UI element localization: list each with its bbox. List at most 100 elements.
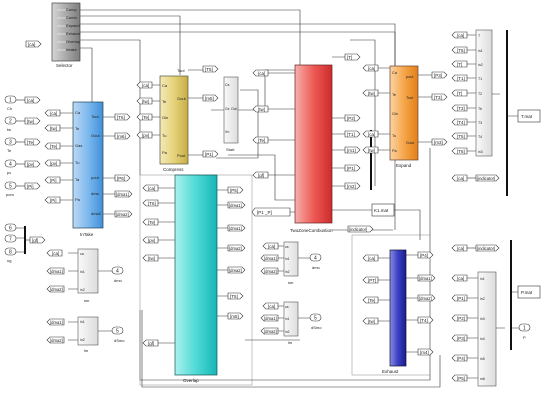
svg-text:[ca]: [ca] xyxy=(368,132,375,137)
svg-text:[dma2]: [dma2] xyxy=(264,329,277,334)
svg-text:[m5]: [m5] xyxy=(230,314,239,319)
intake-in-2: Gas xyxy=(75,143,82,148)
expand-block[interactable]: Ca Te Gin Tu Pa pout Tout Gout Expand xyxy=(389,65,419,168)
svg-text:[P1]: [P1] xyxy=(347,166,355,171)
svg-text:[tw]: [tw] xyxy=(368,319,375,324)
svg-text:Te: Te xyxy=(162,99,167,104)
svg-text:lm: lm xyxy=(288,340,293,345)
inport-5-num: 5 xyxy=(9,184,12,190)
intake-out-0: Tout xyxy=(91,114,99,119)
intake-goto-tags: [T6] [m6] [P6] [dma1] [dma2] xyxy=(114,113,133,218)
tmat-label: T.mat xyxy=(521,114,533,119)
svg-text:[P1]: [P1] xyxy=(205,152,213,157)
svg-text:[dma2]: [dma2] xyxy=(116,212,129,217)
inport-5[interactable]: 5 pom xyxy=(4,181,17,197)
svg-text:Gout: Gout xyxy=(177,96,187,101)
k1mat-label: K1.mat xyxy=(374,208,389,213)
svg-text:[ca]: [ca] xyxy=(268,244,275,249)
exhaust-goto-tags: [P4] [dma1] [dma2] [T4] [m4] xyxy=(417,251,436,356)
inport-group: 1 Ch 2 tw 3 Te 4 pv 5 pom 6 7 xyxy=(4,95,17,263)
outport-p-label: P xyxy=(523,335,526,340)
inport-2[interactable]: 2 tw xyxy=(4,116,17,132)
goto-ca-top[interactable]: [ca] xyxy=(25,40,42,48)
svg-text:Tb: Tb xyxy=(478,107,482,111)
inport-3[interactable]: 3 Te xyxy=(4,137,17,153)
svg-text:[dma2]: [dma2] xyxy=(229,246,242,251)
selector-port-3: Exhaust xyxy=(66,31,81,36)
tmat-block[interactable]: T.mat xyxy=(517,109,541,123)
svg-text:dmo: dmo xyxy=(312,265,321,270)
svg-text:[T5]: [T5] xyxy=(205,67,213,72)
start-label: Start xyxy=(226,147,235,152)
svg-text:[tw]: [tw] xyxy=(142,99,149,104)
mux-pressure[interactable]: in1 in2 in3 in4 in5 m6 xyxy=(477,271,497,387)
svg-text:[tw]: [tw] xyxy=(27,119,34,124)
intake-block[interactable]: Ca Te Gas Tu Ta Pa Tout Gout pout dma dm… xyxy=(72,101,104,237)
expand-from-tags: [ca] [tw] [ca] [tw] xyxy=(362,64,379,154)
inport-4[interactable]: 4 pv xyxy=(4,159,17,175)
svg-text:[T6]: [T6] xyxy=(457,149,465,154)
inport-7[interactable]: 7 xyxy=(4,234,17,243)
compress-block[interactable]: Ca Te Gin Tu Pa Tout Gout Pout Compress xyxy=(159,68,189,172)
combustion-label: TwoZoneCombustion xyxy=(290,228,333,233)
pmat-block[interactable]: P.mat xyxy=(517,285,541,299)
outport-p[interactable]: 1 P xyxy=(518,323,531,340)
inport-2-label: tw xyxy=(7,127,11,132)
svg-text:[dma1]: [dma1] xyxy=(264,256,277,261)
svg-text:m6: m6 xyxy=(480,377,485,381)
svg-text:Tout: Tout xyxy=(406,96,414,100)
svg-text:[indicator]: [indicator] xyxy=(349,227,367,232)
inport-6[interactable]: 6 xyxy=(4,223,17,232)
outport-dsmo-mid[interactable]: 5 dSmo xyxy=(309,313,322,330)
svg-text:[P3]: [P3] xyxy=(457,336,465,341)
outport-dmo-mid[interactable]: 4 dmo xyxy=(309,253,322,270)
start-block[interactable]: Ca Gz Xn Out Start xyxy=(223,76,239,152)
from-ca-right-2: [ca] xyxy=(451,244,468,252)
svg-text:[dma2]: [dma2] xyxy=(50,338,63,343)
overlap-block[interactable]: Overlap xyxy=(174,174,218,383)
inport-6-num: 6 xyxy=(9,226,12,232)
svg-text:[T]: [T] xyxy=(457,62,462,67)
inport-1-num: 1 xyxy=(9,98,12,104)
svg-text:[gf]: [gf] xyxy=(258,173,264,178)
selector-label: Selector xyxy=(56,63,73,68)
svg-text:[PT]: [PT] xyxy=(368,278,376,283)
k1mat-block[interactable]: K1.mat xyxy=(371,203,395,217)
pmat-label: P.mat xyxy=(521,290,533,295)
inport-8[interactable]: 8 ug xyxy=(4,247,17,263)
outport-dsmo[interactable]: 5 dSmo xyxy=(111,326,125,343)
selector-block[interactable]: Comp Comb Expand Exhaust Overlap Intake … xyxy=(51,2,81,68)
svg-text:[T4]: [T4] xyxy=(457,120,465,125)
svg-text:[m5]: [m5] xyxy=(205,96,214,101)
svg-text:Gout: Gout xyxy=(406,141,415,145)
svg-text:[P1]: [P1] xyxy=(457,296,465,301)
compress-from-tags: [ca] [tw] [Te] [pv] xyxy=(136,81,153,139)
svg-text:[dma1]: [dma1] xyxy=(50,320,63,325)
inport-1[interactable]: 1 Ch xyxy=(4,95,17,111)
svg-text:[ca]: [ca] xyxy=(142,83,149,88)
svg-text:Tu: Tu xyxy=(162,133,167,138)
svg-text:ca: ca xyxy=(285,305,289,309)
mux-temperature[interactable]: T in1 in2 T1 T2 Tb T3 T4 in3 xyxy=(475,29,493,157)
svg-text:[m4]: [m4] xyxy=(420,350,429,355)
combustion-block[interactable]: TwoZoneCombustion xyxy=(290,64,333,233)
svg-text:[T5]: [T5] xyxy=(457,48,465,53)
compress-goto-tags: [T5] [m5] [P1] xyxy=(202,65,219,158)
svg-text:in1: in1 xyxy=(480,277,485,281)
exhaust-block[interactable]: Exhaust xyxy=(382,249,407,374)
svg-text:[ca]: [ca] xyxy=(27,98,34,103)
selector-port-5: Intake xyxy=(66,47,78,52)
svg-text:[tw]: [tw] xyxy=(368,148,375,153)
svg-text:in2: in2 xyxy=(285,330,290,334)
goto-gf-left[interactable]: [gf] xyxy=(29,236,46,244)
overlap-label: Overlap xyxy=(183,378,199,383)
outport-dmo[interactable]: 4 dmo xyxy=(111,266,124,283)
outport-dmo-label: dmo xyxy=(114,278,123,283)
svg-text:[pv]: [pv] xyxy=(148,238,155,243)
sum-dsmo-mid-tags: [ca] [dma1] [dma2] xyxy=(260,302,279,335)
svg-text:[T]: [T] xyxy=(347,55,352,60)
